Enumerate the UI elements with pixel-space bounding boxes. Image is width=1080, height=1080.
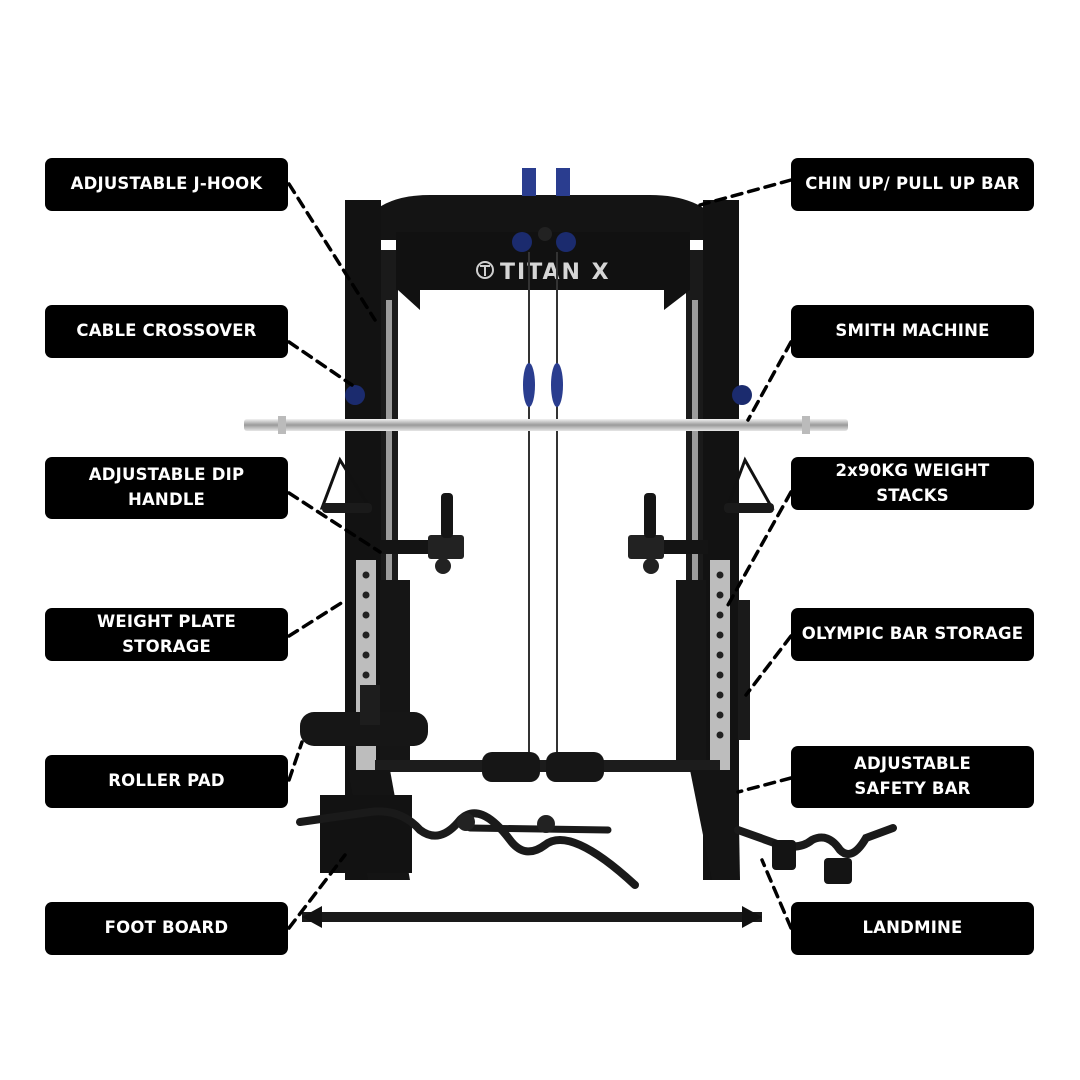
callout-adjustable-dip-handle: ADJUSTABLE DIP HANDLE — [45, 457, 288, 519]
pulley-top-left — [512, 232, 532, 252]
callout-cable-crossover: CABLE CROSSOVER — [45, 305, 288, 358]
callout-foot-board: FOOT BOARD — [45, 902, 288, 955]
foot-board — [320, 795, 412, 873]
callout-roller-pad: ROLLER PAD — [45, 755, 288, 808]
roller-pad — [300, 712, 428, 746]
floor-bar — [302, 912, 762, 922]
top-arch — [362, 195, 722, 240]
callout-weight-plate-storage: WEIGHT PLATE STORAGE — [45, 608, 288, 661]
callout-landmine: LANDMINE — [791, 902, 1034, 955]
weight-stack-right — [676, 580, 706, 770]
header-plate — [396, 232, 690, 290]
callout-chin-up-pull-up-bar: CHIN UP/ PULL UP BAR — [791, 158, 1034, 211]
pulley-side-left — [345, 385, 365, 405]
smith-bar — [244, 419, 848, 431]
callout-weight-stacks: 2x90KG WEIGHT STACKS — [791, 457, 1034, 510]
pulley-top-right — [556, 232, 576, 252]
brand-name: TITAN X — [500, 260, 611, 285]
landmine-handle — [734, 824, 897, 858]
ez-curl-bar — [296, 807, 639, 889]
titan-x-logo: TITAN X — [476, 260, 611, 285]
callout-adjustable-safety-bar: ADJUSTABLE SAFETY BAR — [791, 746, 1034, 808]
callout-olympic-bar-storage: OLYMPIC BAR STORAGE — [791, 608, 1034, 661]
callout-leader-lines — [287, 178, 793, 930]
callout-smith-machine: SMITH MACHINE — [791, 305, 1034, 358]
pulley-side-right — [732, 385, 752, 405]
callout-adjustable-j-hook: ADJUSTABLE J-HOOK — [45, 158, 288, 211]
